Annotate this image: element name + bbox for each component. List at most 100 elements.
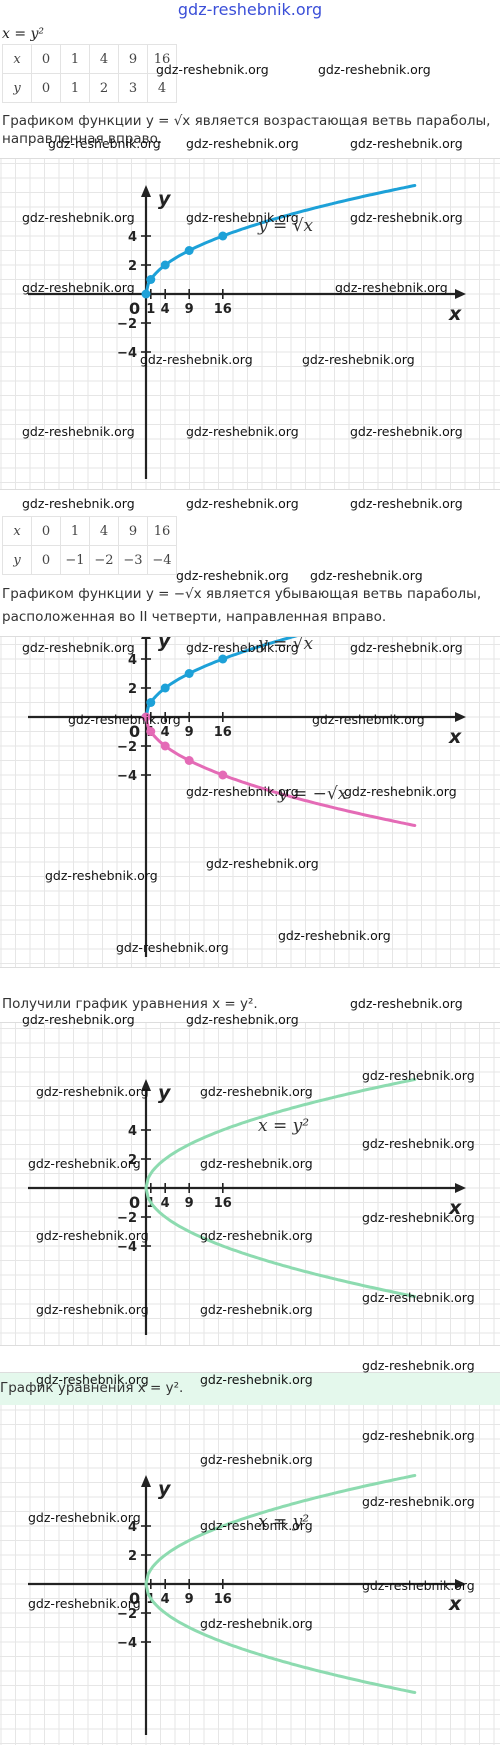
paragraph-1-line1: Графиком функции y = √x является возраст…	[2, 113, 491, 129]
watermark: gdz-reshebnik.org	[22, 1012, 135, 1027]
y-tick-label: −4	[117, 769, 137, 784]
data-point	[141, 289, 151, 299]
y-axis-arrow	[141, 627, 151, 639]
paragraph-1-line2: направленная вправо.	[2, 131, 163, 147]
watermark: gdz-reshebnik.org	[200, 1156, 313, 1171]
table-cell: 16	[147, 516, 177, 546]
watermark: gdz-reshebnik.org	[48, 136, 161, 151]
watermark: gdz-reshebnik.org	[28, 1156, 141, 1171]
table-cell: 4	[89, 516, 119, 546]
x-axis-arrow	[455, 712, 466, 722]
watermark: gdz-reshebnik.org	[22, 210, 135, 225]
watermark: gdz-reshebnik.org	[350, 996, 463, 1011]
curve-sqrt	[144, 184, 417, 296]
watermark: gdz-reshebnik.org	[200, 1616, 313, 1631]
y-tick-label: 2	[128, 1153, 137, 1168]
watermark: gdz-reshebnik.org	[350, 424, 463, 439]
y-tick-label: 4	[128, 1520, 137, 1535]
curve-label-parabola: x = y²	[258, 1116, 309, 1136]
watermark: gdz-reshebnik.org	[350, 136, 463, 151]
table-cell: −2	[89, 545, 119, 575]
paragraph-2-line2: расположенная во II четверти, направленн…	[2, 609, 387, 625]
x-axis-label: x	[448, 1593, 462, 1615]
watermark: gdz-reshebnik.org	[362, 1358, 475, 1373]
curve-parabola-upper	[144, 1474, 417, 1586]
data-point	[184, 756, 194, 765]
y-tick-label: 2	[128, 259, 137, 274]
paragraph-4: График уравнения x = y².	[0, 1380, 184, 1396]
data-point	[160, 683, 170, 693]
y-axis-arrow	[141, 1475, 151, 1487]
watermark: gdz-reshebnik.org	[362, 1290, 475, 1305]
watermark: gdz-reshebnik.org	[186, 496, 299, 511]
watermark: gdz-reshebnik.org	[156, 62, 269, 77]
watermark: gdz-reshebnik.org	[22, 496, 135, 511]
data-point	[218, 231, 228, 241]
watermark: gdz-reshebnik.org	[362, 1210, 475, 1225]
watermark: gdz-reshebnik.org	[362, 1428, 475, 1443]
curve-parabola-lower	[144, 1186, 417, 1298]
watermark: gdz-reshebnik.org	[186, 1012, 299, 1027]
x-axis-arrow	[455, 289, 466, 299]
data-point	[146, 727, 156, 736]
data-point	[146, 275, 156, 284]
table-cell: 0	[31, 73, 61, 103]
table-cell: −3	[118, 545, 148, 575]
watermark: gdz-reshebnik.org	[186, 784, 299, 799]
y-tick-label: 2	[128, 682, 137, 697]
watermark: gdz-reshebnik.org	[186, 640, 299, 655]
data-point	[160, 260, 170, 270]
watermark: gdz-reshebnik.org	[22, 640, 135, 655]
watermark: gdz-reshebnik.org	[140, 352, 253, 367]
watermark: gdz-reshebnik.org	[36, 1372, 149, 1387]
table-cell: 9	[118, 516, 148, 546]
watermark: gdz-reshebnik.org	[350, 640, 463, 655]
table-cell: x	[2, 44, 32, 74]
y-tick-label: −4	[117, 1636, 137, 1651]
watermark: gdz-reshebnik.org	[45, 868, 158, 883]
watermark: gdz-reshebnik.org	[344, 784, 457, 799]
table-cell: 2	[89, 73, 119, 103]
curve-parabola-upper	[144, 1078, 417, 1190]
data-point	[218, 654, 228, 664]
table-cell: y	[2, 545, 32, 575]
table-cell: x	[2, 516, 32, 546]
curve-parabola-lower	[144, 1582, 417, 1694]
y-tick-label: 4	[128, 653, 137, 668]
x-axis-arrow	[455, 1183, 466, 1193]
table-cell: 4	[89, 44, 119, 74]
x-tick-label: 4	[161, 302, 170, 317]
x-tick-label: 1	[146, 302, 155, 317]
table-cell: 0	[31, 44, 61, 74]
x-axis-label: x	[448, 1197, 462, 1219]
watermark: gdz-reshebnik.org	[350, 496, 463, 511]
data-point	[141, 712, 151, 722]
table-cell: 4	[147, 73, 177, 103]
x-tick-label: 16	[214, 1196, 232, 1211]
watermark: gdz-reshebnik.org	[36, 1084, 149, 1099]
y-tick-label: −4	[117, 1240, 137, 1255]
table-cell: 0	[31, 516, 61, 546]
table-cell: 1	[60, 73, 90, 103]
table-cell: 16	[147, 44, 177, 74]
watermark: gdz-reshebnik.org	[200, 1518, 313, 1533]
x-tick-label: 4	[161, 1592, 170, 1607]
data-point	[184, 246, 194, 255]
y-tick-label: 4	[128, 230, 137, 245]
x-tick-label: 9	[185, 1592, 194, 1607]
watermark: gdz-reshebnik.org	[186, 424, 299, 439]
data-point	[146, 698, 156, 707]
data-point	[160, 741, 170, 751]
x-tick-label: 9	[185, 725, 194, 740]
site-title[interactable]: gdz-reshebnik.org	[177, 0, 323, 19]
watermark: gdz-reshebnik.org	[22, 280, 135, 295]
watermark: gdz-reshebnik.org	[310, 568, 423, 583]
table-cell: 1	[60, 516, 90, 546]
equation: x = y²	[2, 26, 45, 42]
origin-label: 0	[129, 299, 140, 318]
y-tick-label: −2	[117, 317, 137, 332]
